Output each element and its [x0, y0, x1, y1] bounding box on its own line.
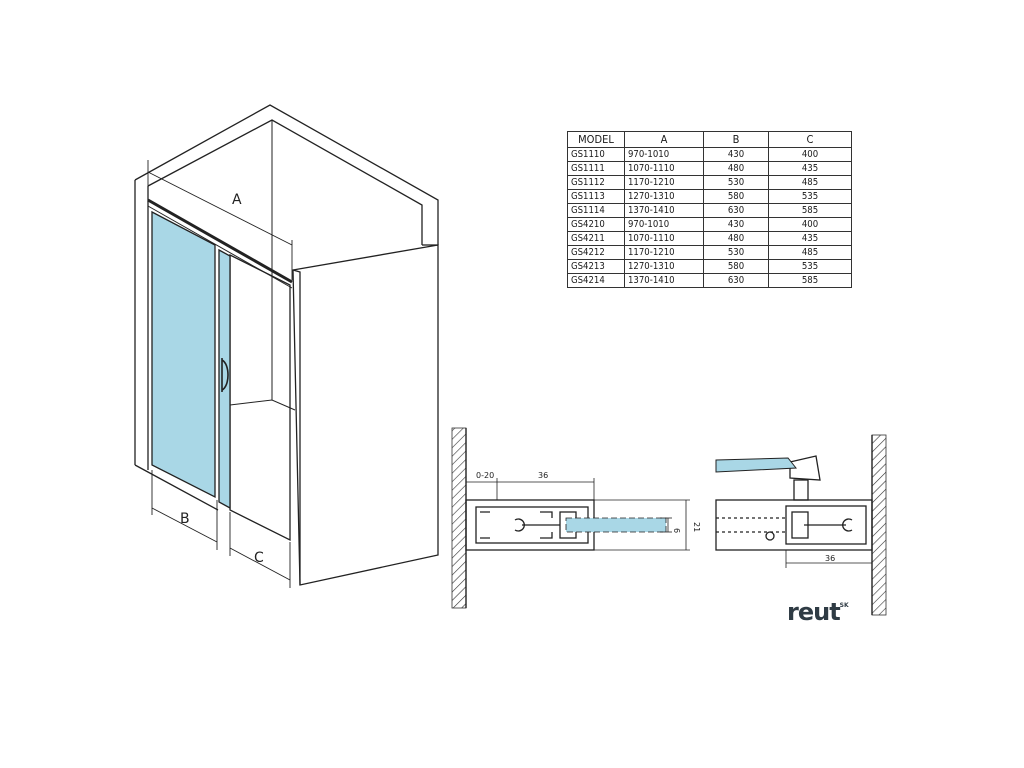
cell-b: 480: [703, 161, 769, 176]
cell-c: 435: [768, 231, 852, 246]
cell-a: 1270-1310: [624, 189, 704, 204]
dimension-c-label: C: [254, 550, 264, 566]
cell-b: 480: [703, 231, 769, 246]
glass-panel-sliding: [218, 248, 231, 510]
cell-b: 630: [703, 273, 769, 288]
cell-c: 485: [768, 245, 852, 260]
cell-model: GS4214: [567, 273, 625, 288]
cell-model: GS4213: [567, 259, 625, 274]
cell-b: 530: [703, 175, 769, 190]
cell-c: 535: [768, 259, 852, 274]
cell-b: 580: [703, 189, 769, 204]
cell-b: 630: [703, 203, 769, 218]
cell-b: 430: [703, 217, 769, 232]
cell-a: 1170-1210: [624, 245, 704, 260]
table-header-row: MODEL A B C: [567, 131, 852, 148]
cell-model: GS4212: [567, 245, 625, 260]
dimension-b-label: B: [180, 511, 190, 527]
cell-a: 1070-1110: [624, 231, 704, 246]
cell-a: 970-1010: [624, 147, 704, 162]
glass-panel-fixed: [151, 210, 216, 499]
cell-b: 430: [703, 147, 769, 162]
cell-a: 1370-1410: [624, 273, 704, 288]
cell-c: 400: [768, 217, 852, 232]
profile-height-label: 21: [692, 522, 701, 532]
cell-model: GS1111: [567, 161, 625, 176]
cell-b: 580: [703, 259, 769, 274]
gap-range-label: 0-20: [476, 471, 494, 480]
door-handle-icon: [221, 358, 229, 392]
header-b: B: [703, 131, 769, 148]
dimension-a-label: A: [232, 192, 242, 208]
dimension-c: [229, 512, 291, 588]
dimension-b: [151, 470, 218, 550]
brand-logo: reutSK: [787, 598, 849, 626]
cell-a: 1370-1410: [624, 203, 704, 218]
header-a: A: [624, 131, 704, 148]
logo-suffix: SK: [839, 602, 849, 609]
cell-model: GS1114: [567, 203, 625, 218]
cell-model: GS1113: [567, 189, 625, 204]
cell-a: 1270-1310: [624, 259, 704, 274]
cell-c: 585: [768, 203, 852, 218]
cell-a: 970-1010: [624, 217, 704, 232]
cell-c: 400: [768, 147, 852, 162]
cell-model: GS4210: [567, 217, 625, 232]
cell-model: GS1110: [567, 147, 625, 162]
logo-text: reut: [787, 598, 841, 626]
cell-c: 435: [768, 161, 852, 176]
profile-section-left: [451, 427, 690, 609]
cell-a: 1070-1110: [624, 161, 704, 176]
header-model: MODEL: [567, 131, 625, 148]
glass-thickness-label: 6: [672, 528, 681, 533]
header-c: C: [768, 131, 852, 148]
enclosure-3d-view: [134, 104, 439, 586]
profile-depth-left-label: 36: [538, 471, 548, 480]
profile-section-right: [715, 434, 887, 616]
profile-depth-right-label: 36: [825, 554, 835, 563]
cell-model: GS4211: [567, 231, 625, 246]
cell-b: 530: [703, 245, 769, 260]
cell-model: GS1112: [567, 175, 625, 190]
cell-c: 535: [768, 189, 852, 204]
dimension-a: [147, 160, 293, 280]
cell-c: 485: [768, 175, 852, 190]
cell-c: 585: [768, 273, 852, 288]
cell-a: 1170-1210: [624, 175, 704, 190]
